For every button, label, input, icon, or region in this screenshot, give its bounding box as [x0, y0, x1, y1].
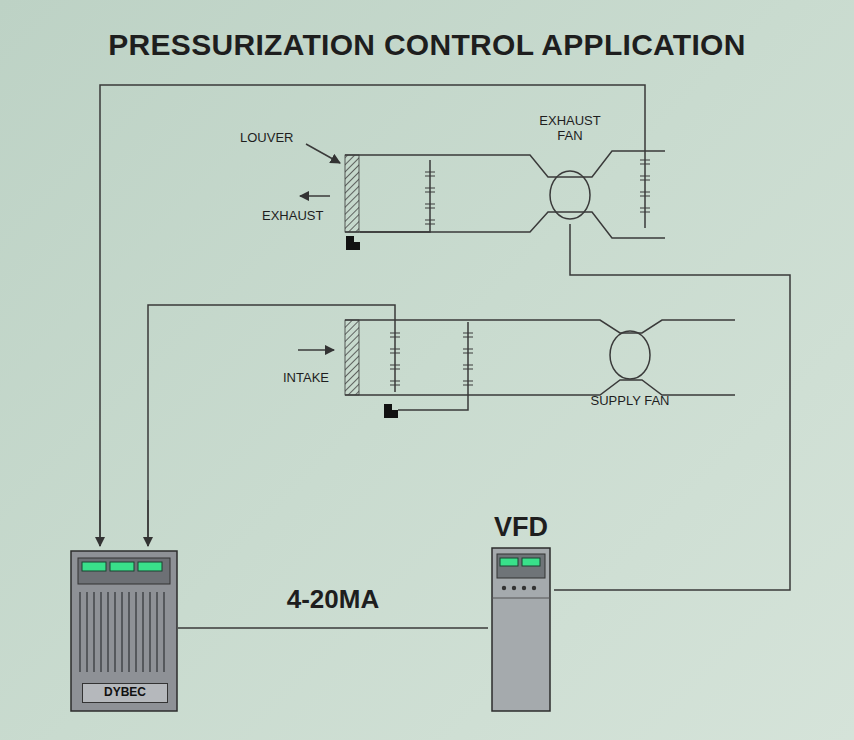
part-label: INTAKE: [283, 370, 329, 385]
damper-blade: [390, 381, 400, 385]
sensor-tube: [398, 322, 468, 410]
supply-fan: SUPPLY FAN: [587, 330, 673, 428]
panel-seam: [492, 598, 550, 599]
flow-arrow: [298, 349, 334, 351]
grille-slot: [79, 592, 81, 672]
grille-slot: [121, 592, 123, 672]
damper-blade: [640, 176, 650, 180]
display-readout: [110, 562, 134, 571]
control-button: [502, 586, 506, 590]
signal-label: 4-20MA: [287, 584, 379, 615]
grille-slot: [100, 592, 102, 672]
control-wire: [100, 85, 645, 546]
grille-slot: [86, 592, 88, 672]
controller-cabinet: DYBEC: [70, 550, 178, 712]
grille-slot: [128, 592, 130, 672]
control-button: [512, 586, 516, 590]
vfd-cabinet: VFD: [488, 512, 554, 712]
node-label: SUPPLY FAN: [587, 394, 673, 409]
supply-duct: [345, 320, 735, 395]
damper-blade: [425, 172, 435, 176]
damper-blade: [390, 365, 400, 369]
damper-blade: [463, 349, 473, 353]
cabinet-body: [71, 551, 177, 711]
grille-slot: [149, 592, 151, 672]
display-panel: [78, 558, 170, 584]
signal-wire: [178, 627, 488, 629]
supply-fan-shape: [587, 330, 673, 428]
leader-arrow: [306, 144, 340, 163]
node-label: EXHAUST FAN: [527, 114, 613, 144]
damper-blade: [640, 208, 650, 212]
grille-slot: [163, 592, 165, 672]
display-readout: [522, 558, 540, 566]
grille-slot: [107, 592, 109, 672]
pressure-sensor: [384, 404, 398, 418]
exhaust-duct: [345, 151, 665, 238]
control-button: [532, 586, 536, 590]
sensor-tube: [360, 160, 430, 232]
damper-blades: [390, 160, 650, 385]
control-wire: [147, 500, 149, 546]
damper-blade: [463, 333, 473, 337]
part-label: EXHAUST: [262, 208, 323, 223]
part-label: LOUVER: [240, 130, 293, 145]
cabinet-body: [492, 548, 550, 711]
signal-wire: [554, 224, 790, 590]
grille-slot: [142, 592, 144, 672]
display-panel: [497, 554, 545, 578]
control-wire: [148, 305, 395, 546]
grille-slot: [156, 592, 158, 672]
louver: [345, 320, 359, 395]
damper-blade: [640, 192, 650, 196]
exhaust-fan: EXHAUST FAN: [527, 110, 613, 224]
display-readout: [500, 558, 518, 566]
pressure-sensor: [346, 236, 360, 250]
damper-blade: [463, 365, 473, 369]
grille-slot: [114, 592, 116, 672]
title: PRESSURIZATION CONTROL APPLICATION: [0, 28, 854, 62]
display-readout: [82, 562, 106, 571]
damper-blade: [390, 349, 400, 353]
damper-blade: [463, 381, 473, 385]
node-label: VFD: [478, 512, 564, 543]
fan-wheel: [610, 331, 650, 379]
control-button: [522, 586, 526, 590]
display-readout: [138, 562, 162, 571]
damper-blade: [425, 220, 435, 224]
louver: [345, 155, 359, 232]
damper-blade: [425, 188, 435, 192]
grille-slot: [135, 592, 137, 672]
damper-blade: [390, 333, 400, 337]
control-wire: [99, 500, 101, 546]
grille-slot: [93, 592, 95, 672]
node-label: DYBEC: [82, 683, 168, 703]
flow-arrow: [300, 195, 330, 197]
fan-wheel: [550, 171, 590, 219]
damper-blade: [425, 204, 435, 208]
damper-blade: [640, 160, 650, 164]
